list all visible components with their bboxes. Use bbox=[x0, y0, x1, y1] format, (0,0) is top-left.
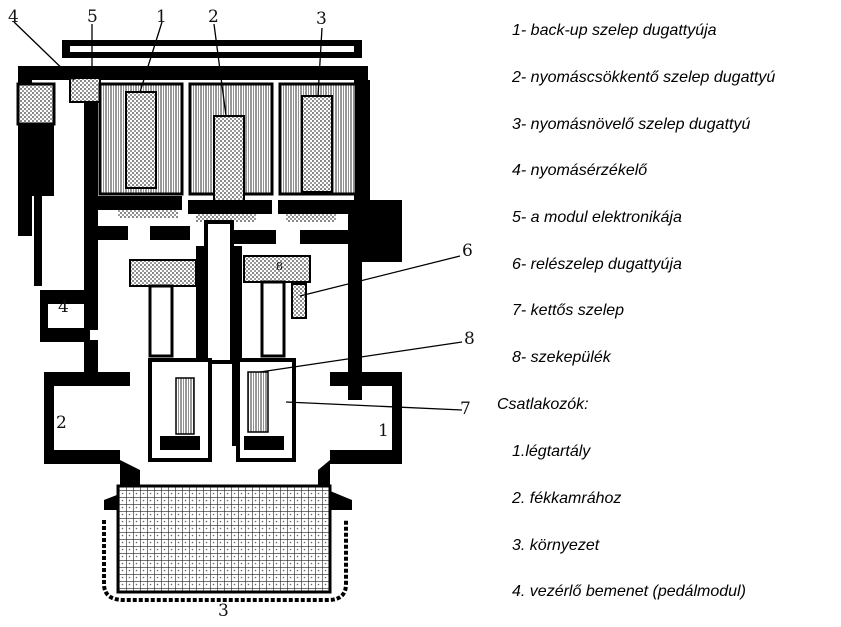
solenoid-coils bbox=[98, 82, 358, 213]
valve-cross-section-diagram: 4 5 1 2 3 6 8 7 4 2 1 3 8 bbox=[8, 7, 475, 621]
port-label-2: 2 bbox=[56, 413, 67, 433]
port-label-4: 4 bbox=[58, 297, 69, 317]
callout-2: 2 bbox=[208, 7, 219, 27]
callout-3: 3 bbox=[316, 9, 327, 29]
callout-5: 5 bbox=[87, 7, 98, 27]
legend-item-1: 1- back-up szelep dugattyúja bbox=[512, 22, 717, 39]
central-stem bbox=[204, 220, 234, 364]
exhaust-silencer bbox=[116, 484, 332, 594]
connector-item-4: 4. vezérlő bemenet (pedálmodul) bbox=[512, 583, 746, 600]
connector-item-3: 3. környezet bbox=[512, 537, 600, 554]
relay-piston bbox=[129, 255, 311, 358]
legend-item-5: 5- a modul elektronikája bbox=[512, 209, 682, 226]
callout-1: 1 bbox=[156, 7, 167, 27]
valve-seats bbox=[98, 196, 356, 244]
legend-item-3: 3- nyomásnövelő szelep dugattyú bbox=[512, 116, 751, 133]
callout-leaders bbox=[13, 21, 463, 411]
legend-item-7: 7- kettős szelep bbox=[512, 302, 625, 319]
connectors-title: Csatlakozók: bbox=[497, 396, 589, 413]
electronics-module bbox=[16, 82, 56, 126]
callout-8: 8 bbox=[464, 329, 475, 349]
double-valve bbox=[148, 358, 296, 462]
port-label-1: 1 bbox=[378, 421, 389, 441]
callout-7: 7 bbox=[460, 399, 471, 419]
callout-4: 4 bbox=[8, 7, 19, 27]
legend-item-2: 2- nyomáscsökkentő szelep dugattyú bbox=[512, 69, 776, 86]
callout-labels: 4 5 1 2 3 6 8 7 4 2 1 3 8 bbox=[8, 7, 475, 621]
relay-label-8: 8 bbox=[276, 260, 283, 273]
connector-item-2: 2. fékkamrához bbox=[512, 490, 622, 507]
pressure-sensor bbox=[69, 77, 101, 103]
legend-item-4: 4- nyomásérzékelő bbox=[512, 162, 648, 179]
callout-6: 6 bbox=[462, 241, 473, 261]
port-label-3: 3 bbox=[218, 601, 229, 621]
legend-item-6: 6- relészelep dugattyúja bbox=[512, 256, 682, 273]
connector-item-1: 1.légtartály bbox=[512, 443, 591, 460]
legend-item-8: 8- szekepülék bbox=[512, 349, 611, 366]
